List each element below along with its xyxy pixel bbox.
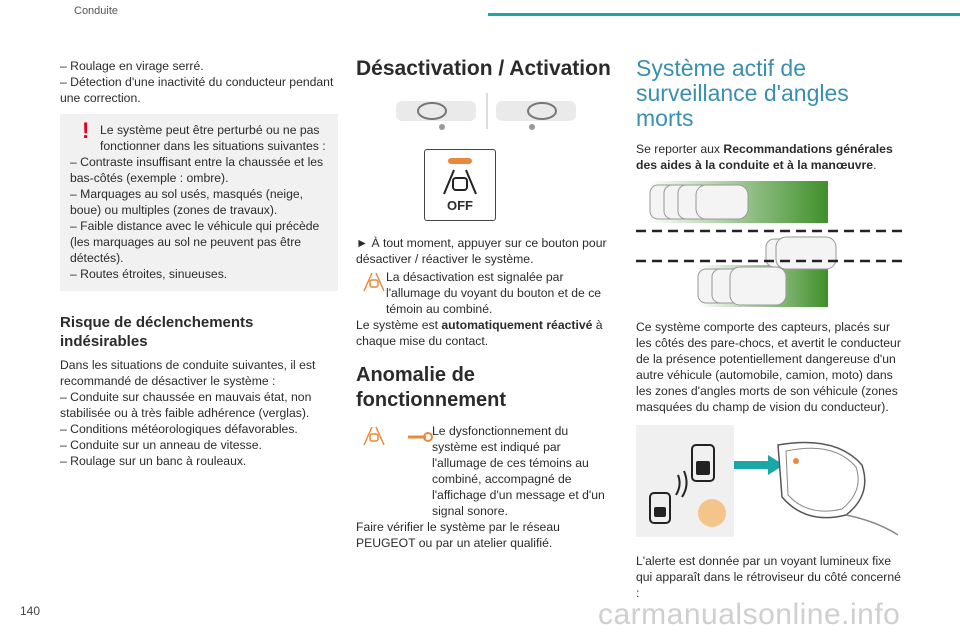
reference-text: Se reporter aux Recommandations générale… — [636, 142, 893, 172]
column-2: Désactivation / Activation OFF ► À tout … — [356, 56, 616, 551]
header-accent-bar — [488, 13, 960, 16]
risk-line: – Conduite sur chaussée en mauvais état,… — [60, 390, 312, 420]
system-description: Ce système comporte des capteurs, placés… — [636, 320, 901, 414]
anomaly-heading: Anomalie de fonctionnement — [356, 364, 506, 411]
reactivation-text: Le système est automatiquement réactivé … — [356, 318, 603, 348]
column-1: – Roulage en virage serré. – Détection d… — [60, 58, 338, 469]
alert-text: L'alerte est donnée par un voyant lumine… — [636, 554, 901, 600]
warning-line: – Faible distance avec le véhicule qui p… — [70, 219, 320, 265]
blind-spot-illustration — [636, 181, 904, 307]
button-off-label: OFF — [447, 198, 473, 213]
anomaly-warning-icons — [363, 426, 433, 446]
page-number: 140 — [20, 604, 41, 618]
button-led-icon — [448, 158, 472, 164]
warning-line: Le système peut être perturbé ou ne pas … — [100, 123, 326, 153]
risk-heading: Risque de déclenchements indésirables — [60, 314, 254, 350]
risk-line: – Roulage sur un banc à rouleaux. — [60, 454, 247, 468]
warning-exclamation-icon: ! — [82, 118, 90, 143]
lane-car-icon — [443, 169, 477, 195]
warning-box: ! Le système peut être perturbé ou ne pa… — [60, 114, 338, 291]
lane-off-button[interactable]: OFF — [424, 149, 496, 221]
warning-line: – Contraste insuffisant entre la chaussé… — [70, 155, 324, 185]
action-text: ► À tout moment, appuyer sur ce bouton p… — [356, 236, 607, 266]
column-3: Système actif de surveillance d'angles m… — [636, 56, 904, 601]
anomaly-text-2: Faire vérifier le système par le réseau … — [356, 520, 560, 550]
intro-line: – Roulage en virage serré. — [60, 59, 204, 73]
deactivation-note: La désactivation est signalée par l'allu… — [386, 270, 602, 316]
mirror-illustration — [636, 425, 899, 537]
bsm-title: Système actif de surveillance d'angles m… — [636, 55, 849, 131]
risk-line: – Conduite sur un anneau de vitesse. — [60, 438, 262, 452]
lane-warning-icon — [363, 272, 385, 292]
anomaly-text: Le dysfonctionnement du système est indi… — [432, 424, 605, 518]
warning-line: – Marquages au sol usés, masqués (neige,… — [70, 187, 304, 217]
steering-wheel-illustration — [396, 93, 576, 130]
warning-line: – Routes étroites, sinueuses. — [70, 267, 228, 281]
watermark: carmanualsonline.info — [598, 598, 901, 631]
section-title: Conduite — [74, 5, 119, 17]
intro-line: – Détection d'une inactivité du conducte… — [60, 75, 334, 105]
risk-line: – Conditions météorologiques défavorable… — [60, 422, 298, 436]
deactivation-heading: Désactivation / Activation — [356, 57, 611, 80]
risk-line: Dans les situations de conduite suivante… — [60, 358, 316, 388]
